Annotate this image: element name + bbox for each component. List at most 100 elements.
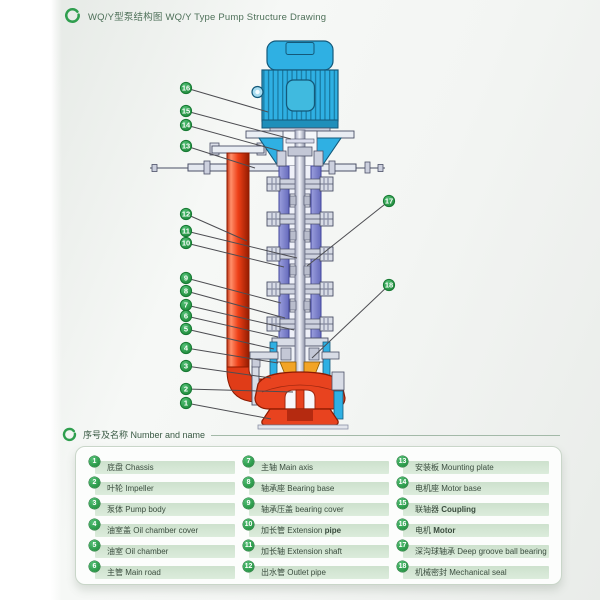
item-number-badge: 14 <box>397 477 409 488</box>
legend-item: 16 电机 Motor <box>397 519 549 540</box>
item-label-bar: 安装板 Mounting plate <box>403 460 549 474</box>
callout-circle-11 <box>179 224 193 238</box>
legend-header-rule <box>211 435 560 436</box>
item-label-zh: 联轴器 <box>415 504 440 514</box>
item-label-en: Outlet pipe <box>285 567 326 577</box>
legend-item: 18 机械密封 Mechanical seal <box>397 561 549 582</box>
callout-number-4: 4 <box>184 344 189 353</box>
item-label-bar: 轴承座 Bearing base <box>249 481 390 495</box>
item-label-zh: 电机 <box>415 525 432 535</box>
item-number-badge: 16 <box>397 519 409 530</box>
legend-logo-icon <box>62 427 77 442</box>
callout-number-18: 18 <box>385 281 393 290</box>
callout-circle-12 <box>179 207 193 221</box>
item-label-bar: 油室 Oil chamber <box>95 544 236 558</box>
item-label-bar: 深沟球轴承 Deep groove ball bearing <box>403 544 549 558</box>
callout-number-13: 13 <box>182 142 190 151</box>
legend-item: 9 轴承压盖 bearing cover <box>243 498 390 519</box>
callout-number-2: 2 <box>184 385 188 394</box>
item-number-badge: 5 <box>89 540 100 551</box>
item-number-badge: 3 <box>89 498 100 509</box>
legend-item: 2 叶轮 Impeller <box>89 477 236 498</box>
item-label-en: Extension shaft <box>285 546 342 556</box>
legend-item: 10 加长管 Extension pipe <box>243 519 390 540</box>
leader-line-1 <box>185 402 272 420</box>
item-number-badge: 18 <box>397 561 409 572</box>
motor <box>251 40 339 133</box>
callout-circle-16 <box>179 81 193 95</box>
item-label-zh: 叶轮 <box>107 483 123 493</box>
callout-number-17: 17 <box>385 197 393 206</box>
item-number-badge: 8 <box>243 477 255 488</box>
callout-circle-1 <box>179 396 193 410</box>
item-label-zh: 加长轴 <box>261 546 286 556</box>
legend-item: 4 油室盖 Oil chamber cover <box>89 519 236 540</box>
legend-column-1: 1 底盘 Chassis 2 叶轮 Impeller 3 泵体 Pump bod… <box>89 456 236 584</box>
item-label-zh: 机械密封 <box>415 567 448 577</box>
pump-bottom <box>254 361 349 430</box>
callout-number-8: 8 <box>184 287 188 296</box>
item-number-badge: 11 <box>243 540 255 551</box>
callout-number-10: 10 <box>182 239 190 248</box>
item-label-bar: 机械密封 Mechanical seal <box>403 565 549 579</box>
item-label-zh: 泵体 <box>107 504 123 514</box>
callout-circle-10 <box>179 236 193 250</box>
leader-line-2 <box>185 388 294 393</box>
item-label-zh: 电机座 <box>415 483 440 493</box>
leader-line-17 <box>306 200 390 267</box>
legend-item: 11 加长轴 Extension shaft <box>243 540 390 561</box>
left-margin-strip <box>0 0 62 600</box>
leader-line-7 <box>185 304 295 331</box>
legend-heading: 序号及名称 Number and name <box>83 430 206 440</box>
item-label-zh: 底盘 <box>107 462 123 472</box>
item-label-en: Impeller <box>123 483 154 493</box>
item-label-bar: 轴承压盖 bearing cover <box>249 502 390 516</box>
motor-top-box <box>285 42 315 55</box>
callout-number-7: 7 <box>184 301 188 310</box>
callout-circle-13 <box>179 139 193 153</box>
item-label-zh: 加长管 <box>261 525 286 535</box>
leader-line-8 <box>185 290 286 319</box>
item-number-badge: 2 <box>89 477 100 488</box>
leader-line-13 <box>185 145 256 169</box>
legend-panel: 1 底盘 Chassis 2 叶轮 Impeller 3 泵体 Pump bod… <box>75 446 562 585</box>
leader-line-15 <box>185 110 292 140</box>
legend-item: 5 油室 Oil chamber <box>89 540 236 561</box>
callout-number-1: 1 <box>184 399 188 408</box>
legend-column-2: 7 主轴 Main axis 8 轴承座 Bearing base 9 轴承压盖… <box>243 456 390 584</box>
item-label-bar: 电机 Motor <box>403 523 549 537</box>
leader-line-4 <box>185 347 279 364</box>
callout-number-3: 3 <box>184 362 188 371</box>
item-number-badge: 15 <box>397 498 409 509</box>
callout-circle-3 <box>179 359 193 373</box>
legend-item: 7 主轴 Main axis <box>243 456 390 477</box>
callout-circle-17 <box>382 194 396 208</box>
leader-line-18 <box>311 284 390 359</box>
item-number-badge: 9 <box>243 498 255 509</box>
callout-number-12: 12 <box>182 210 190 219</box>
item-label-zh: 安装板 <box>415 462 440 472</box>
leader-line-5 <box>185 328 275 350</box>
leader-line-14 <box>185 124 281 152</box>
item-label-en-bold: Motor <box>433 525 456 535</box>
mounting-plate <box>150 160 385 175</box>
item-label-en: Mounting plate <box>439 462 494 472</box>
motor-flange <box>261 119 339 129</box>
brand-logo-icon <box>65 7 80 23</box>
motor-nameplate <box>285 79 316 112</box>
item-label-bar: 加长轴 Extension shaft <box>249 544 390 558</box>
main-shaft <box>294 129 306 395</box>
item-label-en: Oil chamber cover <box>131 525 199 535</box>
legend-item: 3 泵体 Pump body <box>89 498 236 519</box>
legend-header: 序号及名称 Number and name <box>62 427 560 442</box>
leader-line-9 <box>185 277 282 304</box>
item-label-bar: 加长管 Extension pipe <box>249 523 390 537</box>
item-label-en-bold: pipe <box>324 525 342 535</box>
callout-number-5: 5 <box>184 325 188 334</box>
item-number-badge: 12 <box>243 561 255 572</box>
item-label-en: Mechanical seal <box>447 567 507 577</box>
item-label-zh: 出水管 <box>261 567 286 577</box>
item-number-badge: 13 <box>397 456 409 467</box>
